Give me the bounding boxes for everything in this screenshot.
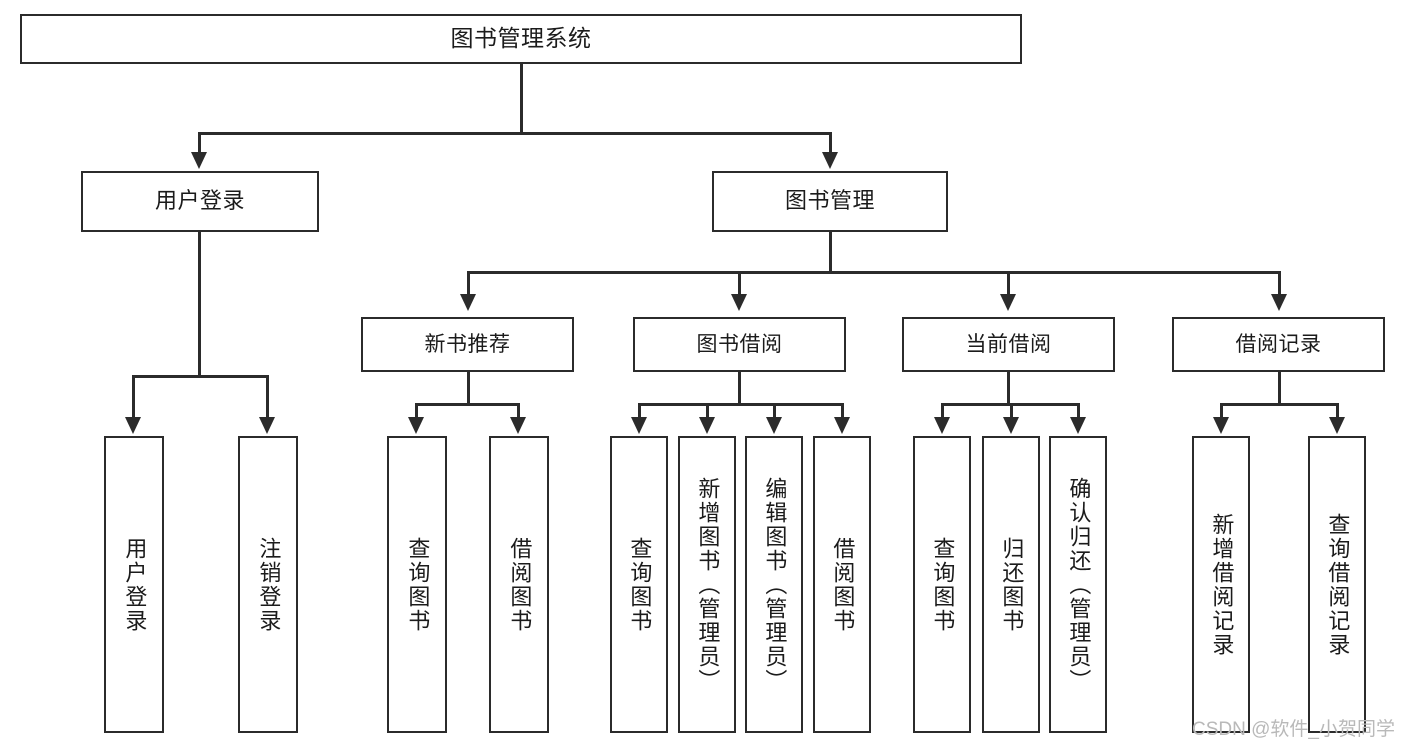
connector-borrowrecord-drop-2 (1336, 403, 1339, 419)
connector-borrowrecord-stem (1278, 372, 1281, 406)
connector-bookborrow-bus (638, 403, 844, 406)
connector-user-login-drop-1 (132, 375, 135, 419)
connector-currentborrow-drop-3 (1077, 403, 1080, 419)
connector-bookborrow-drop-4 (841, 403, 844, 419)
connector-currentborrow-drop-2 (1010, 403, 1013, 419)
connector-book-manage-bus (467, 271, 1281, 274)
arrowhead-borrowrecord-2 (1329, 417, 1345, 434)
node-label: 借阅图书 (830, 536, 856, 633)
node-label: 新增借阅记录 (1209, 512, 1235, 657)
node-label: 用户登录 (122, 536, 148, 633)
arrowhead-level2-1 (460, 294, 476, 311)
node-label: 注销登录 (256, 536, 282, 633)
connector-borrowrecord-drop-1 (1220, 403, 1223, 419)
connector-user-login-drop-2 (266, 375, 269, 419)
connector-newbook-drop-1 (415, 403, 418, 419)
arrowhead-user-login-2 (259, 417, 275, 434)
arrowhead-borrowrecord-1 (1213, 417, 1229, 434)
connector-currentborrow-stem (1007, 372, 1010, 406)
node-label: 当前借阅 (965, 332, 1052, 356)
connector-user-login-stem (198, 232, 201, 377)
leaf-user-login[interactable]: 用户登录 (104, 436, 164, 733)
connector-book-manage-drop-1 (467, 271, 470, 296)
arrowhead-to-book-manage (822, 152, 838, 169)
node-label: 查询图书 (405, 536, 431, 633)
node-label: 确认归还（管理员） (1066, 476, 1092, 693)
arrowhead-level2-2 (731, 294, 747, 311)
node-label: 新书推荐 (424, 332, 511, 356)
arrowhead-bookborrow-3 (766, 417, 782, 434)
leaf-return-book[interactable]: 归还图书 (982, 436, 1040, 733)
connector-book-manage-drop-4 (1278, 271, 1281, 296)
csdn-watermark: CSDN @软件_小贺同学 (1192, 719, 1395, 740)
leaf-logout[interactable]: 注销登录 (238, 436, 298, 733)
leaf-query-book-borrow[interactable]: 查询图书 (610, 436, 668, 733)
leaf-add-borrow-record[interactable]: 新增借阅记录 (1192, 436, 1250, 733)
node-label: 编辑图书（管理员） (762, 476, 788, 693)
connector-bookborrow-stem (738, 372, 741, 406)
connector-borrowrecord-bus (1220, 403, 1339, 406)
node-user-login[interactable]: 用户登录 (81, 171, 319, 232)
node-label: 新增图书（管理员） (695, 476, 721, 693)
node-label: 图书管理 (784, 188, 875, 214)
connector-book-manage-drop-3 (1007, 271, 1010, 296)
node-label: 图书借阅 (696, 332, 783, 356)
arrowhead-currentborrow-2 (1003, 417, 1019, 434)
connector-book-manage-drop-2 (738, 271, 741, 296)
connector-root-stem (520, 64, 523, 134)
node-label: 借阅图书 (507, 536, 533, 633)
node-label: 图书管理系统 (450, 25, 592, 52)
node-label: 用户登录 (154, 188, 245, 214)
connector-bookborrow-drop-2 (706, 403, 709, 419)
connector-newbook-drop-2 (517, 403, 520, 419)
node-borrow-record[interactable]: 借阅记录 (1172, 317, 1385, 372)
connector-newbook-stem (467, 372, 470, 406)
arrowhead-bookborrow-1 (631, 417, 647, 434)
arrowhead-level2-3 (1000, 294, 1016, 311)
arrowhead-bookborrow-2 (699, 417, 715, 434)
connector-root-drop-2 (829, 132, 832, 154)
connector-book-manage-stem (829, 232, 832, 274)
connector-newbook-bus (415, 403, 520, 406)
arrowhead-newbook-2 (510, 417, 526, 434)
arrowhead-currentborrow-1 (934, 417, 950, 434)
arrowhead-to-user-login (191, 152, 207, 169)
node-new-book-recommend[interactable]: 新书推荐 (361, 317, 574, 372)
node-label: 借阅记录 (1235, 332, 1322, 356)
node-label: 查询借阅记录 (1325, 512, 1351, 657)
node-label: 查询图书 (627, 536, 653, 633)
leaf-query-book-current[interactable]: 查询图书 (913, 436, 971, 733)
connector-user-login-bus (132, 375, 266, 378)
arrowhead-bookborrow-4 (834, 417, 850, 434)
node-current-borrow[interactable]: 当前借阅 (902, 317, 1115, 372)
node-book-borrow[interactable]: 图书借阅 (633, 317, 846, 372)
arrowhead-user-login-1 (125, 417, 141, 434)
node-label: 归还图书 (999, 536, 1025, 633)
arrowhead-currentborrow-3 (1070, 417, 1086, 434)
connector-currentborrow-drop-1 (941, 403, 944, 419)
node-label: 查询图书 (930, 536, 956, 633)
leaf-query-borrow-record[interactable]: 查询借阅记录 (1308, 436, 1366, 733)
arrowhead-newbook-1 (408, 417, 424, 434)
leaf-edit-book-admin[interactable]: 编辑图书（管理员） (745, 436, 803, 733)
connector-root-drop-1 (198, 132, 201, 154)
leaf-add-book-admin[interactable]: 新增图书（管理员） (678, 436, 736, 733)
leaf-borrow-book[interactable]: 借阅图书 (813, 436, 871, 733)
connector-bookborrow-drop-3 (773, 403, 776, 419)
arrowhead-level2-4 (1271, 294, 1287, 311)
leaf-query-book-recommend[interactable]: 查询图书 (387, 436, 447, 733)
connector-bookborrow-drop-1 (638, 403, 641, 419)
connector-root-bus (198, 132, 832, 135)
node-root-system[interactable]: 图书管理系统 (20, 14, 1022, 64)
node-book-management[interactable]: 图书管理 (712, 171, 948, 232)
leaf-borrow-book-recommend[interactable]: 借阅图书 (489, 436, 549, 733)
leaf-confirm-return-admin[interactable]: 确认归还（管理员） (1049, 436, 1107, 733)
